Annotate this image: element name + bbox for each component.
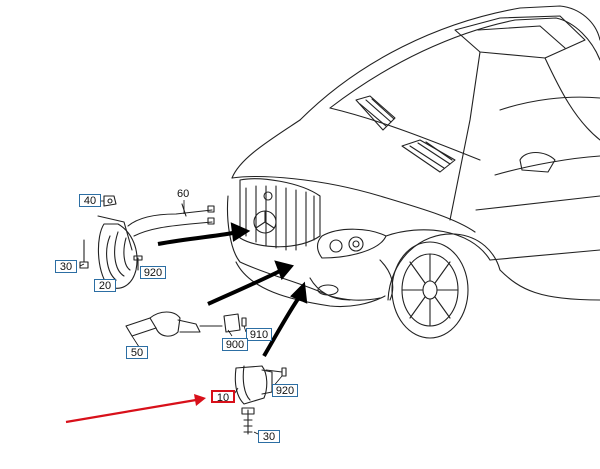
callout-920-upper[interactable]: 920 — [140, 266, 166, 279]
red-pointer-arrow — [65, 394, 206, 424]
wire-harness-label: 60 — [177, 188, 190, 200]
callout-910[interactable]: 910 — [246, 328, 272, 341]
callout-30-upper[interactable]: 30 — [55, 260, 77, 273]
callout-30-lower[interactable]: 30 — [258, 430, 280, 443]
callout-900[interactable]: 900 — [222, 338, 248, 351]
callout-10-selected[interactable]: 10 — [211, 390, 235, 404]
callout-920-lower[interactable]: 920 — [272, 384, 298, 397]
callout-40[interactable]: 40 — [79, 194, 101, 207]
callout-50[interactable]: 50 — [126, 346, 148, 359]
callout-20[interactable]: 20 — [94, 279, 116, 292]
